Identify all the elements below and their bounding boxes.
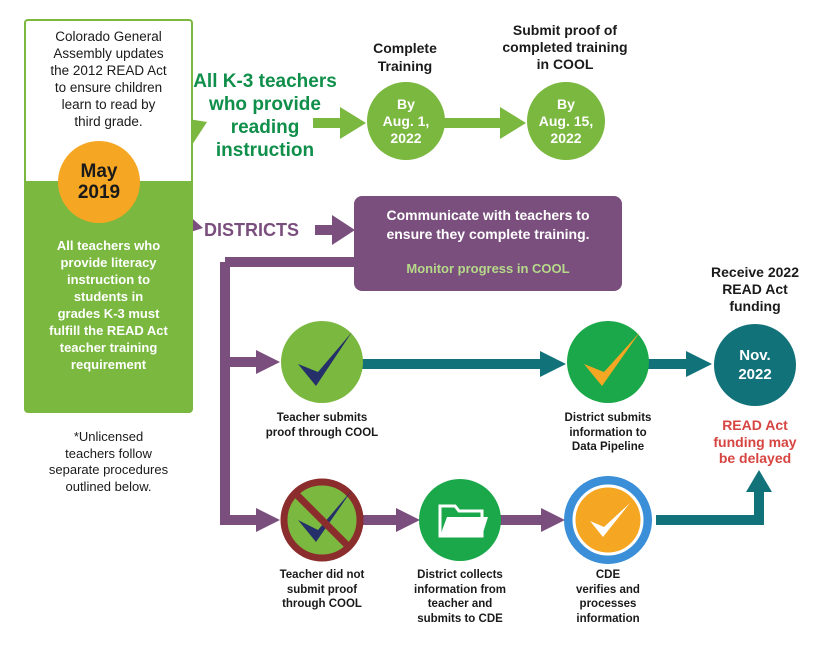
arrow-cde-to-funding (656, 470, 772, 525)
funding-date: Nov. 2022 (738, 347, 772, 383)
start-date-badge: May 2019 (58, 141, 140, 223)
district-submits-icon (567, 321, 649, 403)
communicate-text: Communicate with teachers to ensure they… (386, 207, 590, 242)
funding-delay-text: READ Act funding may be delayed (713, 417, 797, 466)
communicate-box (354, 196, 622, 291)
teacher-not-submit-label: Teacher did not submit proof through COO… (279, 569, 365, 610)
districts-label: DISTRICTS (204, 220, 300, 240)
folder-icon (419, 479, 501, 561)
teacher-not-submit-icon (280, 478, 364, 562)
start-date-month: May (80, 160, 118, 182)
funding-date-circle: Nov. 2022 (714, 324, 796, 406)
proof-deadline-circle: By Aug. 15, 2022 (527, 82, 605, 160)
intro-text: Colorado General Assembly updates the 20… (50, 29, 167, 129)
monitor-text: Monitor progress in COOL (406, 261, 570, 276)
arrow-teachers-to-training (313, 107, 366, 139)
start-date-year: 2019 (77, 181, 121, 203)
teacher-submits-label: Teacher submits proof through COOL (265, 412, 379, 439)
arrow-pipeline-to-funding (648, 351, 712, 377)
teachers-label: All K-3 teachers who provide reading ins… (193, 71, 337, 161)
cde-badge-icon (564, 476, 652, 564)
cde-verifies-label: CDE verifies and processes information (576, 569, 640, 625)
district-submits-label: District submits information to Data Pip… (564, 412, 652, 453)
training-deadline: By Aug. 1, 2022 (382, 95, 430, 146)
district-collects-label: District collects information from teach… (414, 569, 506, 625)
arrow-submits-to-pipeline (362, 351, 566, 377)
complete-training-heading: Complete Training (373, 40, 437, 74)
proof-deadline: By Aug. 15, 2022 (538, 95, 594, 146)
footnote-text: *Unlicensed teachers follow separate pro… (48, 429, 169, 494)
training-deadline-circle: By Aug. 1, 2022 (367, 82, 445, 160)
arrow-not-submit-to-collects (362, 508, 420, 532)
submit-proof-heading: Submit proof of completed training in CO… (502, 22, 628, 72)
requirement-text: All teachers who provide literacy instru… (49, 238, 168, 372)
connector-branch (220, 257, 360, 532)
teacher-submits-icon (281, 321, 363, 403)
arrow-collects-to-cde (500, 508, 565, 532)
arrow-training-to-proof (443, 107, 526, 139)
funding-heading: Receive 2022 READ Act funding (711, 264, 799, 314)
arrow-districts-to-communicate (315, 215, 355, 245)
